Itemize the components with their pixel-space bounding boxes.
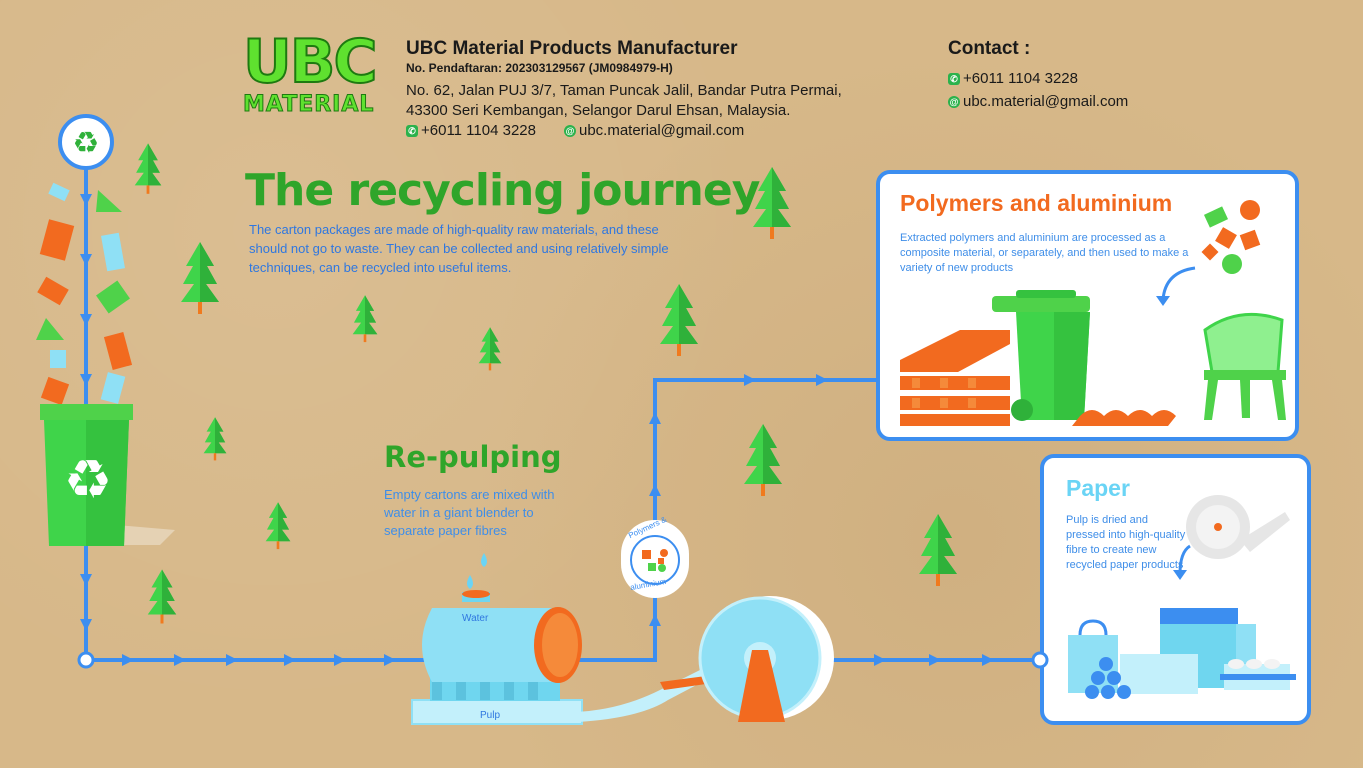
svg-text:♻: ♻: [73, 126, 100, 161]
paper-heading: Paper: [1066, 475, 1130, 501]
company-address: No. 62, Jalan PUJ 3/7, Taman Puncak Jali…: [406, 81, 906, 141]
polymers-text: Extracted polymers and aluminium are pro…: [900, 232, 1189, 274]
logo-material: MATERIAL: [242, 92, 375, 117]
polymers-heading: Polymers and aluminium: [900, 190, 1173, 216]
intro-text: The carton packages are made of high-qua…: [249, 222, 669, 275]
recycle-bin: ♻: [40, 404, 175, 546]
page-title: The recycling journey: [245, 165, 760, 216]
repulping-text: Empty cartons are mixed with water in a …: [384, 487, 555, 538]
contact-email[interactable]: ubc.material@gmail.com: [963, 93, 1129, 110]
company-phone[interactable]: +6011 1104 3228: [421, 122, 536, 139]
paper-roll: [698, 596, 834, 722]
registration-number: No. Pendaftaran: 202303129567 (JM0984979…: [406, 61, 673, 75]
contact-title: Contact :: [948, 38, 1031, 59]
repulping-heading: Re-pulping: [384, 440, 562, 474]
address-line-2: 43300 Seri Kembangan, Selangor Darul Ehs…: [406, 102, 791, 119]
logo-ubc: UBC: [242, 27, 378, 97]
polymer-products: [900, 200, 1286, 426]
address-line-1: No. 62, Jalan PUJ 3/7, Taman Puncak Jali…: [406, 82, 842, 99]
contact-phone-row: ✆ +6011 1104 3228: [948, 70, 1078, 87]
pulp-label: Pulp: [480, 710, 501, 721]
water-drops: [467, 553, 487, 589]
whatsapp-icon: ✆: [948, 72, 960, 85]
company-contact-row: ✆ +6011 1104 3228 @ ubc.material@gmail.c…: [406, 121, 906, 141]
contact-email-row: @ ubc.material@gmail.com: [948, 93, 1128, 110]
whatsapp-icon: ✆: [406, 125, 418, 137]
contact-phone[interactable]: +6011 1104 3228: [963, 70, 1078, 87]
paper-text: Pulp is dried and pressed into high-qual…: [1066, 514, 1186, 571]
company-email[interactable]: ubc.material@gmail.com: [578, 122, 745, 139]
recycle-icon: ♻: [58, 114, 114, 170]
paper-products: [1068, 495, 1296, 699]
company-name: UBC Material Products Manufacturer: [406, 38, 738, 59]
polymers-badge: [621, 520, 689, 598]
email-icon: @: [948, 95, 960, 108]
falling-cartons: [36, 182, 133, 406]
email-icon: @: [563, 125, 576, 137]
water-label: Water: [462, 613, 489, 624]
svg-text:♻: ♻: [64, 448, 112, 511]
blender-tank: [411, 590, 583, 725]
